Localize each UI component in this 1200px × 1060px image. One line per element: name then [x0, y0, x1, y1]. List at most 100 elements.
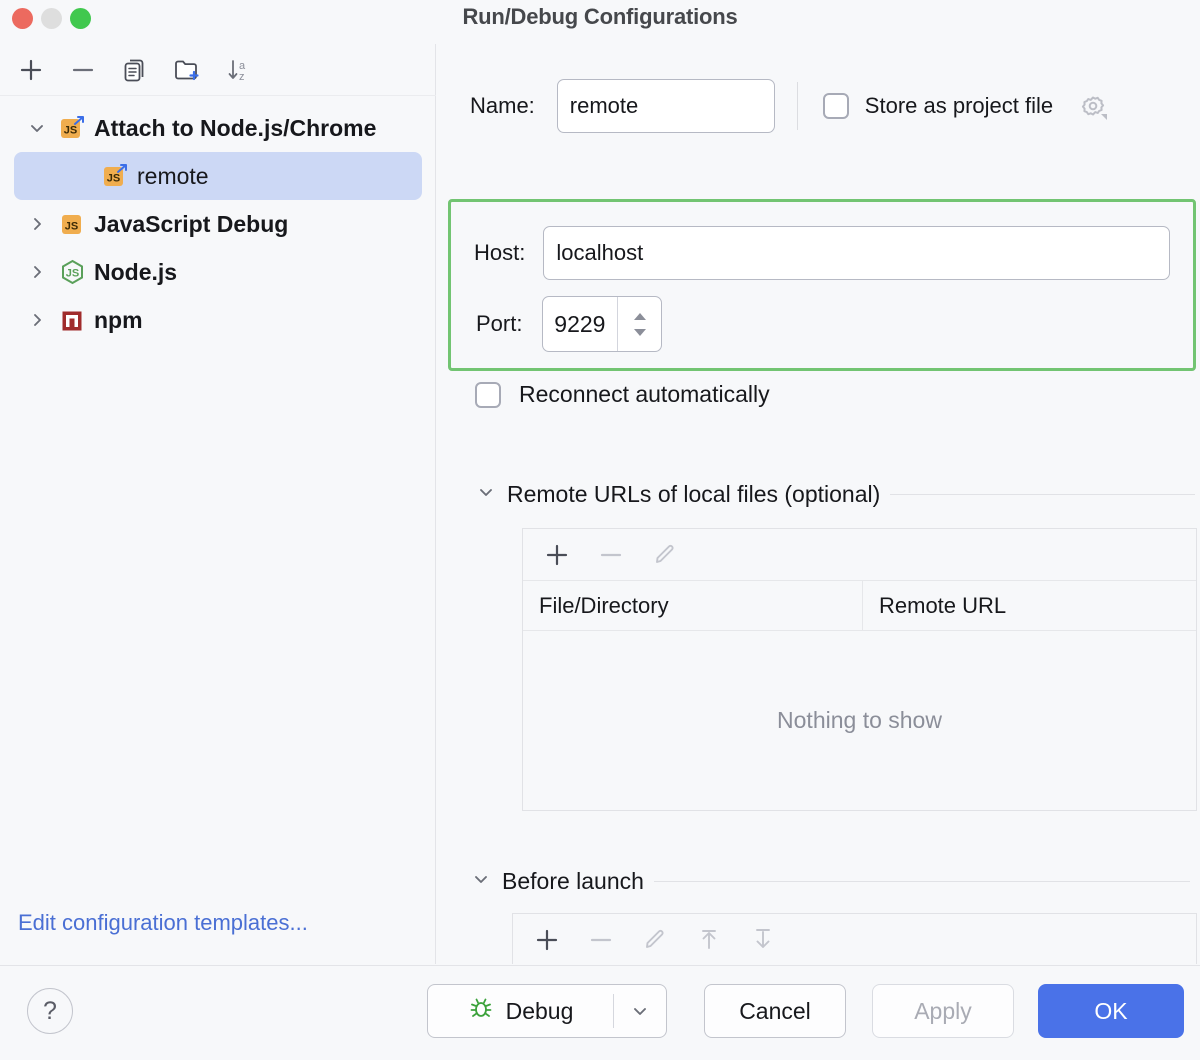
- debug-button[interactable]: Debug: [428, 985, 613, 1037]
- sort-configurations-button[interactable]: a z: [218, 50, 260, 90]
- tree-item-label: npm: [94, 306, 143, 333]
- js-attach-icon: JS: [99, 161, 133, 191]
- host-row: Host: localhost: [451, 226, 1193, 280]
- remove-task-button[interactable]: [581, 920, 621, 960]
- tree-item-npm[interactable]: npm: [14, 296, 422, 344]
- port-spinner-arrows[interactable]: [617, 297, 661, 351]
- chevron-down-icon[interactable]: [470, 868, 492, 895]
- port-input[interactable]: 9229: [554, 310, 606, 337]
- host-label: Host:: [474, 240, 526, 265]
- store-as-project-file-label: Store as project file: [864, 93, 1054, 118]
- cancel-button[interactable]: Cancel: [704, 984, 846, 1038]
- column-header-file-directory[interactable]: File/Directory: [523, 581, 863, 630]
- add-task-button[interactable]: [527, 920, 567, 960]
- remote-urls-section-title: Remote URLs of local files (optional): [507, 481, 881, 507]
- svg-text:JS: JS: [66, 268, 79, 280]
- reconnect-automatically-checkbox[interactable]: [475, 381, 501, 408]
- configurations-tree: JS Attach to Node.js/Chrome JS remote: [0, 104, 436, 344]
- chevron-right-icon[interactable]: [22, 310, 52, 330]
- before-launch-toolbar: [513, 914, 1196, 964]
- move-task-up-button[interactable]: [689, 920, 729, 960]
- store-as-project-file-checkbox[interactable]: [822, 93, 849, 119]
- svg-text:a: a: [239, 60, 246, 72]
- bug-icon: [468, 995, 494, 1027]
- tree-item-remote[interactable]: JS remote: [14, 152, 422, 200]
- remove-remote-url-button[interactable]: [591, 535, 631, 575]
- chevron-down-icon[interactable]: [475, 481, 497, 508]
- chevron-down-icon[interactable]: [22, 118, 52, 138]
- chevron-down-icon: [634, 1008, 646, 1015]
- minimize-window-button[interactable]: [41, 8, 62, 29]
- add-remote-url-button[interactable]: [537, 535, 577, 575]
- debug-button-label: Debug: [505, 997, 574, 1024]
- title-bar: Run/Debug Configurations: [0, 0, 1200, 44]
- help-button[interactable]: ?: [27, 988, 73, 1034]
- js-icon: JS: [56, 209, 90, 239]
- name-label: Name:: [470, 93, 535, 118]
- remote-urls-toolbar: [523, 529, 1196, 581]
- debug-split-button[interactable]: Debug: [427, 984, 667, 1038]
- remote-urls-table-body: Nothing to show: [523, 631, 1196, 810]
- add-configuration-button[interactable]: [10, 50, 52, 90]
- arrow-up-icon: [633, 312, 646, 320]
- zoom-window-button[interactable]: [70, 8, 91, 29]
- dialog-title: Run/Debug Configurations: [462, 4, 738, 29]
- arrow-down-icon: [633, 328, 646, 336]
- svg-text:JS: JS: [65, 221, 78, 233]
- remote-urls-table-header: File/Directory Remote URL: [523, 581, 1196, 631]
- port-label: Port:: [476, 311, 523, 336]
- port-row: Port: 9229: [451, 296, 1193, 352]
- traffic-lights: [12, 8, 91, 29]
- tree-item-javascript-debug[interactable]: JS JavaScript Debug: [14, 200, 422, 248]
- tree-item-attach-to-nodejs-chrome[interactable]: JS Attach to Node.js/Chrome: [14, 104, 422, 152]
- edit-task-button[interactable]: [635, 920, 675, 960]
- name-row: Name: remote Store as project file: [437, 74, 1200, 138]
- npm-icon: [56, 305, 90, 335]
- tree-item-label: Node.js: [94, 258, 178, 285]
- debug-dropdown-button[interactable]: [614, 985, 666, 1037]
- close-window-button[interactable]: [12, 8, 33, 29]
- dialog-footer: ? Debug Cancel Apply OK: [0, 965, 1200, 1060]
- configurations-sidebar: a z JS Attach to Node.js/Chrome: [0, 44, 436, 964]
- column-header-remote-url[interactable]: Remote URL: [879, 592, 1007, 618]
- section-divider: [890, 494, 1195, 495]
- configuration-form: Name: remote Store as project file Host:: [437, 44, 1200, 964]
- empty-state-text: Nothing to show: [777, 707, 942, 733]
- apply-button[interactable]: Apply: [872, 984, 1014, 1038]
- before-launch-section-title: Before launch: [502, 868, 644, 894]
- ok-button[interactable]: OK: [1038, 984, 1184, 1038]
- divider: [613, 994, 614, 1028]
- svg-text:z: z: [239, 71, 245, 83]
- name-input[interactable]: remote: [556, 79, 775, 133]
- nodejs-icon: JS: [56, 257, 90, 287]
- sidebar-toolbar: a z: [0, 44, 436, 96]
- host-port-highlight-box: Host: localhost Port: 9229: [448, 199, 1196, 371]
- edit-configuration-templates-link[interactable]: Edit configuration templates...: [18, 910, 308, 935]
- tree-item-label: JavaScript Debug: [94, 210, 289, 237]
- host-input[interactable]: localhost: [543, 226, 1171, 280]
- port-stepper[interactable]: 9229: [542, 296, 663, 352]
- remove-configuration-button[interactable]: [62, 50, 104, 90]
- chevron-right-icon[interactable]: [22, 262, 52, 282]
- reconnect-automatically-row[interactable]: Reconnect automatically: [475, 381, 770, 408]
- chevron-right-icon[interactable]: [22, 214, 52, 234]
- reconnect-automatically-label: Reconnect automatically: [519, 381, 770, 407]
- before-launch-table: [512, 913, 1197, 964]
- tree-item-nodejs[interactable]: JS Node.js: [14, 248, 422, 296]
- js-attach-icon: JS: [56, 113, 90, 143]
- before-launch-section-header[interactable]: Before launch: [470, 868, 1190, 895]
- store-as-project-file-row[interactable]: Store as project file: [822, 90, 1109, 122]
- copy-configuration-button[interactable]: [114, 50, 156, 90]
- move-task-down-button[interactable]: [743, 920, 783, 960]
- remote-urls-section-header[interactable]: Remote URLs of local files (optional): [475, 481, 1195, 508]
- tree-item-label: Attach to Node.js/Chrome: [94, 114, 377, 141]
- gear-icon[interactable]: [1077, 90, 1109, 122]
- tree-item-label: remote: [137, 162, 209, 189]
- svg-text:JS: JS: [107, 173, 120, 185]
- edit-remote-url-button[interactable]: [645, 535, 685, 575]
- svg-text:JS: JS: [64, 125, 77, 137]
- section-divider: [653, 881, 1190, 882]
- new-folder-button[interactable]: [166, 50, 208, 90]
- remote-urls-table: File/Directory Remote URL Nothing to sho…: [522, 528, 1197, 811]
